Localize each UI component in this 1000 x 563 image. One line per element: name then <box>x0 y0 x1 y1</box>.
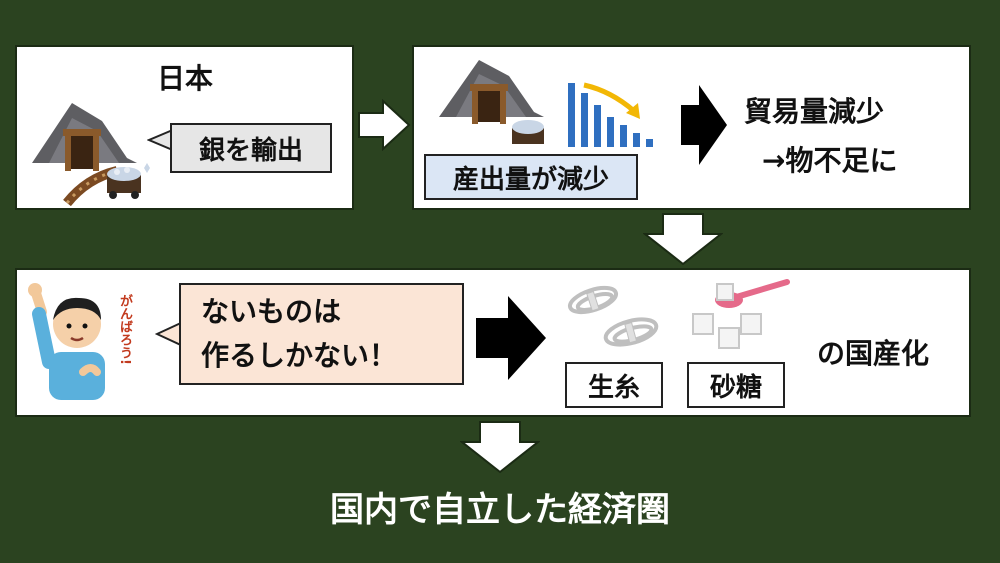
raw-silk-skeins-icon <box>565 278 665 356</box>
panel-decline: 産出量が減少 貿易量減少 →物不足に <box>412 45 971 210</box>
panel-japan: 日本 銀を輸出 <box>15 45 354 210</box>
arrow-right-icon <box>474 294 548 382</box>
sugar-label: 砂糖 <box>687 362 785 408</box>
arrow-right-icon <box>679 83 729 167</box>
person-caption: がんばろう! <box>117 294 132 365</box>
shortage-text: →物不足に <box>762 144 898 177</box>
domestic-production-text: の国産化 <box>817 337 930 370</box>
silver-mine-icon <box>27 83 177 208</box>
make-it-bubble: ないものは 作るしかない！ <box>179 283 464 385</box>
conclusion-text: 国内で自立した経済圏 <box>330 490 670 530</box>
output-decrease-label: 産出量が減少 <box>424 154 638 200</box>
silver-mine-icon <box>434 52 564 157</box>
panel-japan-title: 日本 <box>157 62 214 95</box>
cheering-person-icon <box>27 282 137 402</box>
arrow-down-icon <box>643 212 723 266</box>
make-it-line1: ないものは <box>201 295 342 328</box>
arrow-right-icon <box>357 99 411 151</box>
raw-silk-label: 生糸 <box>565 362 663 408</box>
declining-bar-chart-icon <box>566 79 656 151</box>
arrow-down-icon <box>460 420 540 474</box>
trade-decrease-text: 貿易量減少 <box>744 95 885 128</box>
panel-domestic-production: がんばろう! ないものは 作るしかない！ <box>15 268 971 417</box>
sugar-cubes-icon <box>687 274 797 356</box>
export-silver-bubble: 銀を輸出 <box>170 123 332 173</box>
make-it-line2: 作るしかない！ <box>201 339 398 372</box>
